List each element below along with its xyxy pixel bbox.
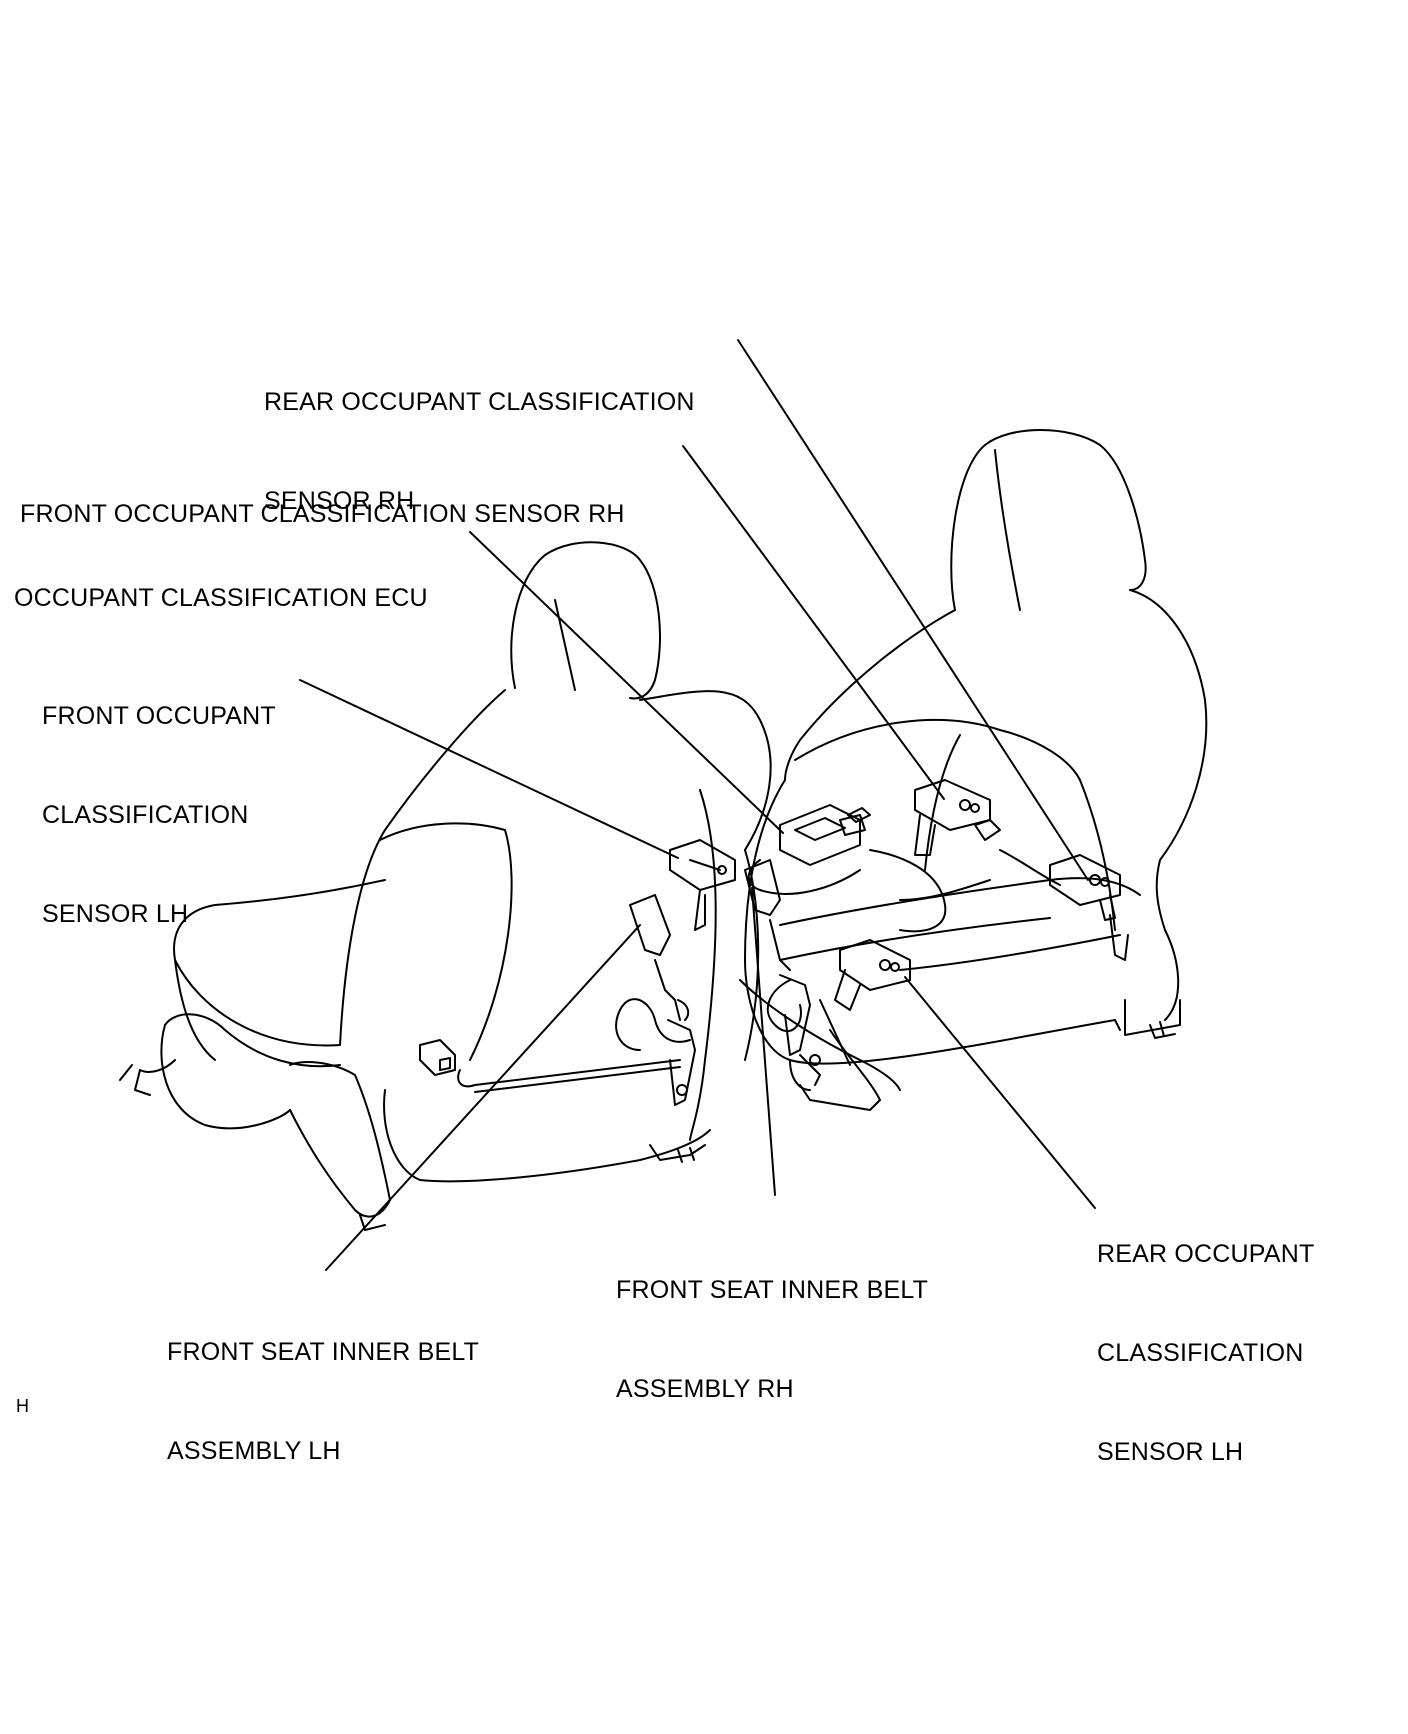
front-seat-inner-belt-lh [629,894,696,1106]
label-line: CLASSIFICATION [42,801,249,829]
label-line: ASSEMBLY RH [616,1375,794,1403]
leader-front-lh [299,679,679,859]
label-front-occupant-sensor-rh: FRONT OCCUPANT CLASSIFICATION SENSOR RH [20,432,625,597]
label-rear-occupant-sensor-rh: REAR OCCUPANT CLASSIFICATION SENSOR RH [264,320,695,584]
wire-harness [457,849,1061,1093]
label-line: REAR OCCUPANT [1097,1240,1315,1268]
left-seat-armrest [119,1013,391,1231]
label-line: FRONT OCCUPANT [42,702,276,730]
label-line: SENSOR RH [264,487,415,515]
rear-sensor-lh [834,939,911,1011]
leader-ecu [469,531,784,834]
figure-code: H [16,1396,30,1416]
label-line: SENSOR LH [1097,1438,1244,1466]
right-seat-headrest [950,429,1147,611]
label-line: CLASSIFICATION [1097,1339,1304,1367]
label-occupant-classification-ecu: OCCUPANT CLASSIFICATION ECU [14,516,428,681]
left-seat-back [339,689,772,1141]
leader-rear-rh [737,339,1089,881]
label-front-seat-inner-belt-lh: FRONT SEAT INNER BELT ASSEMBLY LH [167,1270,479,1534]
leader-front-rh [682,445,945,800]
label-front-seat-inner-belt-rh: FRONT SEAT INNER BELT ASSEMBLY RH [616,1208,928,1472]
label-line: FRONT SEAT INNER BELT [167,1338,480,1366]
label-line: ASSEMBLY LH [167,1437,341,1465]
connector-rh [839,814,866,836]
leader-belt-rh [751,887,776,1196]
label-line: REAR OCCUPANT CLASSIFICATION [264,388,695,416]
label-front-occupant-sensor-lh: FRONT OCCUPANT CLASSIFICATION SENSOR LH [42,634,276,997]
rear-sensor-rh [1049,854,1129,961]
label-line: FRONT SEAT INNER BELT [616,1276,929,1304]
leader-rear-lh [904,976,1096,1209]
right-seat-back [784,589,1208,1021]
label-line: FRONT OCCUPANT CLASSIFICATION SENSOR RH [20,500,625,528]
label-line: OCCUPANT CLASSIFICATION ECU [14,584,428,612]
label-rear-occupant-sensor-lh: REAR OCCUPANT CLASSIFICATION SENSOR LH [1097,1172,1314,1535]
leader-belt-lh [325,924,641,1271]
leader-lines [299,339,1096,1271]
front-sensor-lh [669,839,736,931]
connector-lh [419,1039,456,1076]
label-line: SENSOR LH [42,900,189,928]
front-seat-inner-belt-rh [744,859,821,1086]
front-sensor-rh [914,779,1001,856]
occupant-classification-ecu [779,804,871,866]
right-seat-cushion [744,779,1181,1091]
seat-frame [739,877,1141,1111]
left-seat-headrest [510,541,661,700]
